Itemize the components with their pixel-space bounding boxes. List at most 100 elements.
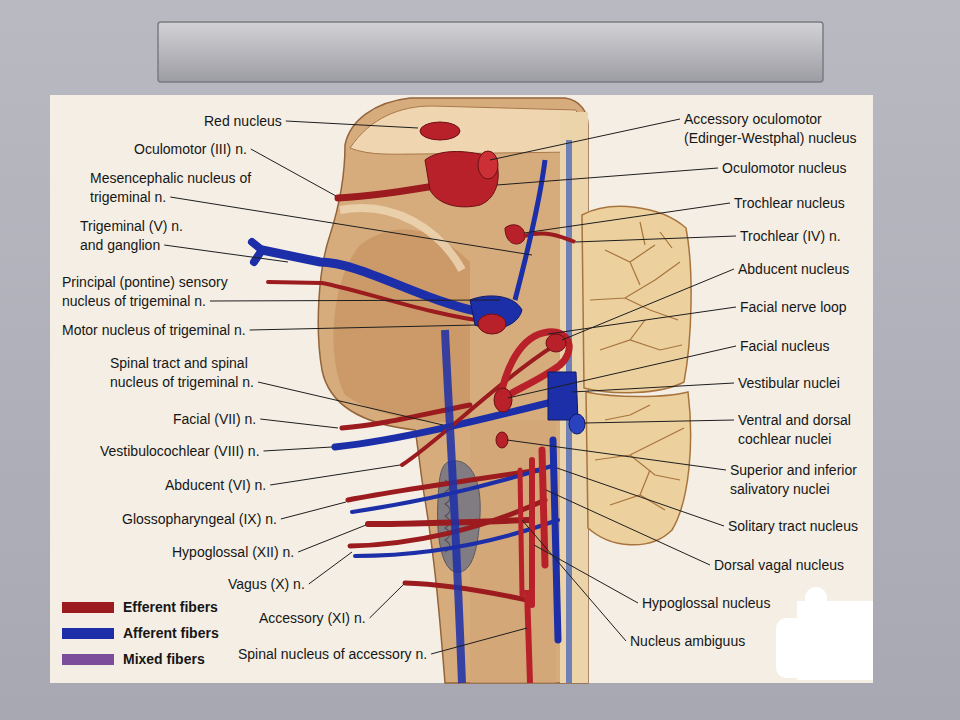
leader-line xyxy=(546,490,710,565)
anatomy-label: Vestibular nuclei xyxy=(738,375,840,391)
legend-text: Mixed fibers xyxy=(123,651,205,667)
label-wrap: Accessory oculomotor (Edinger-Westphal) … xyxy=(684,110,876,148)
label-wrap: Abducent (VI) n. xyxy=(165,476,266,495)
leader-line xyxy=(497,168,718,185)
anatomy-label: Trochlear (IV) n. xyxy=(740,228,841,244)
pons-rim xyxy=(340,208,462,270)
label-wrap: Trochlear nucleus xyxy=(734,194,845,213)
leader-line xyxy=(170,197,532,255)
label-wrap: Dorsal vagal nucleus xyxy=(714,556,844,575)
label-wrap: Ventral and dorsal cochlear nuclei xyxy=(738,411,868,449)
leader-line xyxy=(557,468,724,526)
anatomy-label: Superior and inferior salivatory nuclei xyxy=(730,462,857,497)
leader-line xyxy=(286,121,418,128)
leader-line xyxy=(270,465,400,485)
anatomy-label: Trochlear nucleus xyxy=(734,195,845,211)
legend-swatch xyxy=(62,628,114,639)
anatomy-label: Solitary tract nucleus xyxy=(728,518,858,534)
label-wrap: Facial nerve loop xyxy=(740,298,847,317)
label-wrap: Glossopharyngeal (IX) n. xyxy=(122,510,277,529)
title-bar xyxy=(158,22,823,82)
label-wrap: Mesencephalic nucleus of trigeminal n. xyxy=(90,169,265,207)
leader-line xyxy=(584,420,734,423)
anatomy-label: Mesencephalic nucleus of trigeminal n. xyxy=(90,170,251,205)
legend-text: Efferent fibers xyxy=(123,599,218,615)
leader-line xyxy=(164,245,288,262)
leader-line xyxy=(508,346,736,398)
anatomy-label: Facial nerve loop xyxy=(740,299,847,315)
cerebellum-lower xyxy=(586,392,691,545)
legend-row: Efferent fibers xyxy=(62,598,157,618)
anatomy-label: Glossopharyngeal (IX) n. xyxy=(122,511,277,527)
anatomy-label: Spinal tract and spinal nucleus of trige… xyxy=(110,355,254,390)
anatomy-label: Red nucleus xyxy=(204,113,282,129)
legend-text: Afferent fibers xyxy=(123,625,219,641)
label-wrap: Spinal tract and spinal nucleus of trige… xyxy=(110,354,270,392)
leader-line xyxy=(250,325,476,330)
label-wrap: Superior and inferior salivatory nuclei xyxy=(730,461,875,499)
leader-line xyxy=(431,628,527,654)
leader-line xyxy=(251,149,336,196)
label-wrap: Abducent nucleus xyxy=(738,260,849,279)
leader-line xyxy=(524,203,730,233)
legend-swatch xyxy=(62,602,114,613)
olive-folds xyxy=(445,480,450,552)
leader-line xyxy=(281,502,346,519)
leader-line xyxy=(548,307,736,334)
white-patch xyxy=(776,587,873,680)
anatomy-label: Facial (VII) n. xyxy=(173,411,256,427)
anatomy-label: Abducent nucleus xyxy=(738,261,849,277)
legend-row: Mixed fibers xyxy=(62,650,144,670)
anatomy-label: Dorsal vagal nucleus xyxy=(714,557,844,573)
anatomy-label: Oculomotor nucleus xyxy=(722,160,847,176)
label-wrap: Nucleus ambiguus xyxy=(630,632,745,651)
cerebellar-folia xyxy=(590,222,684,510)
label-wrap: Red nucleus xyxy=(204,112,282,131)
anatomy-label: Motor nucleus of trigeminal n. xyxy=(62,322,246,338)
leader-line xyxy=(309,552,352,584)
label-wrap: Facial nucleus xyxy=(740,337,830,356)
anatomy-label: Accessory oculomotor (Edinger-Westphal) … xyxy=(684,111,857,146)
leader-line xyxy=(572,383,734,392)
label-wrap: Oculomotor (III) n. xyxy=(134,140,247,159)
leader-line xyxy=(562,269,734,340)
leader-line xyxy=(298,525,366,552)
anatomy-label: Trigeminal (V) n. and ganglion xyxy=(80,218,183,253)
anatomy-label: Principal (pontine) sensory nucleus of t… xyxy=(62,274,228,309)
nuclei xyxy=(420,122,585,683)
label-wrap: Hypoglossal nucleus xyxy=(642,594,770,613)
anatomy-label: Hypoglossal nucleus xyxy=(642,595,770,611)
anatomy-label: Abducent (VI) n. xyxy=(165,477,266,493)
leader-line xyxy=(210,300,500,301)
anatomy-label: Hypoglossal (XII) n. xyxy=(172,544,294,560)
leader-line xyxy=(507,440,726,470)
label-wrap: Vagus (X) n. xyxy=(228,575,305,594)
anatomy-label: Vagus (X) n. xyxy=(228,576,305,592)
leader-line xyxy=(575,236,736,242)
label-wrap: Vestibular nuclei xyxy=(738,374,840,393)
leader-line xyxy=(264,447,332,451)
label-wrap: Oculomotor nucleus xyxy=(722,159,847,178)
legend-swatch xyxy=(62,654,114,665)
label-wrap: Trochlear (IV) n. xyxy=(740,227,841,246)
leader-line xyxy=(260,419,338,428)
label-wrap: Solitary tract nucleus xyxy=(728,517,858,536)
label-wrap: Spinal nucleus of accessory n. xyxy=(238,645,427,664)
anatomy-label: Oculomotor (III) n. xyxy=(134,141,247,157)
anatomy-label: Spinal nucleus of accessory n. xyxy=(238,646,427,662)
leader-line xyxy=(490,119,680,160)
leader-line xyxy=(522,520,626,641)
anatomy-label: Vestibulocochlear (VIII) n. xyxy=(100,443,260,459)
label-wrap: Facial (VII) n. xyxy=(173,410,256,429)
midbrain-cut-face xyxy=(350,106,581,154)
anatomy-label: Ventral and dorsal cochlear nuclei xyxy=(738,412,851,447)
anatomy-label: Nucleus ambiguus xyxy=(630,633,745,649)
legend-row: Afferent fibers xyxy=(62,624,158,644)
anatomy-label: Facial nucleus xyxy=(740,338,830,354)
medulla-floor xyxy=(470,420,556,683)
brainstem-body xyxy=(318,98,588,683)
